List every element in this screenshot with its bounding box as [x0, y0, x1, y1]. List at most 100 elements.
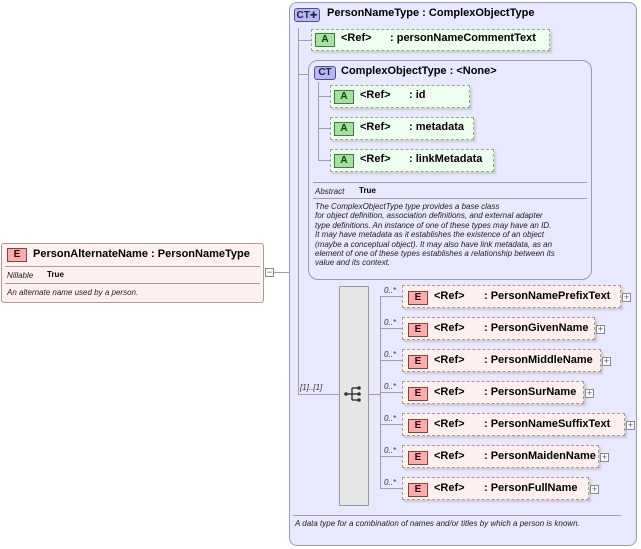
expand-icon[interactable]: +	[596, 324, 605, 334]
description-line: for object definition, association defin…	[315, 211, 543, 221]
sequence-element-connector	[380, 392, 402, 393]
element-divider-2	[5, 283, 260, 284]
attribute-link-metadata[interactable]	[330, 149, 494, 172]
element-person-alternate-name[interactable]	[1, 243, 264, 303]
element-badge: E	[7, 248, 27, 262]
expand-icon[interactable]: +	[600, 452, 609, 462]
sequence-element-ref: <Ref>	[434, 290, 465, 302]
expand-icon[interactable]: +	[585, 388, 594, 398]
connector-to-attribute	[298, 40, 312, 41]
sequence-element-cardinality: 0..*	[384, 286, 397, 295]
sequence-element-cardinality: 0..*	[384, 414, 397, 423]
attribute-link-metadata-badge: A	[334, 154, 354, 168]
sequence-element-name: : PersonFullName	[484, 482, 578, 494]
attribute-id-ref: <Ref>	[360, 89, 391, 101]
attribute-person-name-comment-text[interactable]	[311, 29, 550, 51]
sequence-element-badge: E	[408, 483, 428, 497]
base-connector-metadata	[318, 128, 330, 129]
sequence-element-badge: E	[408, 387, 428, 401]
base-connector-vertical	[318, 82, 319, 160]
sequence-element-ref: <Ref>	[434, 386, 465, 398]
abstract-label: Abstract	[315, 187, 345, 196]
description-line: (maybe a conceptual object). It may also…	[315, 239, 553, 249]
sequence-connector-stub	[369, 394, 380, 395]
attribute-name: : personNameCommentText	[390, 32, 536, 44]
sequence-element-connector	[380, 456, 402, 457]
base-type-title: ComplexObjectType : <None>	[341, 65, 497, 77]
sequence-element-connector	[380, 360, 402, 361]
sequence-element-name: : PersonMaidenName	[484, 450, 596, 462]
sequence-element-name: : PersonNameSuffixText	[484, 418, 611, 430]
connector-element-to-type	[274, 272, 289, 273]
nillable-value: True	[47, 270, 64, 279]
sequence-element-ref: <Ref>	[434, 418, 465, 430]
sequence-cardinality: [1]..[1]	[300, 383, 323, 392]
sequence-compositor[interactable]	[339, 286, 369, 506]
sequence-element-box[interactable]	[402, 477, 589, 500]
sequence-element-box[interactable]	[402, 381, 584, 404]
sequence-element-box[interactable]	[402, 349, 601, 372]
sequence-element-badge: E	[408, 323, 428, 337]
sequence-element-badge: E	[408, 419, 428, 433]
sequence-element-connector	[380, 488, 402, 489]
sequence-element-name: : PersonMiddleName	[484, 354, 593, 366]
attribute-link-metadata-ref: <Ref>	[360, 153, 391, 165]
sequence-icon	[344, 386, 361, 402]
sequence-element-name: : PersonGivenName	[484, 322, 589, 334]
base-type-description: The ComplexObjectType type provides a ba…	[315, 202, 589, 268]
base-type-divider-2	[313, 198, 587, 199]
sequence-element-connector	[380, 296, 402, 297]
base-type-divider	[313, 182, 587, 183]
sequence-element-connector	[380, 328, 402, 329]
connector-to-base-type	[298, 74, 310, 75]
expand-icon[interactable]: +	[590, 484, 599, 494]
sequence-element-cardinality: 0..*	[384, 350, 397, 359]
abstract-value: True	[359, 186, 376, 195]
sequence-element-box[interactable]	[402, 285, 621, 308]
complex-type-divider	[293, 515, 621, 516]
sequence-element-name: : PersonNamePrefixText	[484, 290, 611, 302]
connector-to-sequence	[298, 394, 340, 395]
sequence-element-badge: E	[408, 451, 428, 465]
description-line: value and its context.	[315, 258, 391, 268]
expand-icon[interactable]: +	[626, 420, 635, 430]
attribute-id[interactable]	[330, 85, 470, 108]
base-connector-link-metadata	[318, 160, 330, 161]
sequence-element-badge: E	[408, 291, 428, 305]
sequence-element-cardinality: 0..*	[384, 318, 397, 327]
attribute-id-badge: A	[334, 90, 354, 104]
complex-type-description: A data type for a combination of names a…	[295, 519, 580, 528]
sequence-element-ref: <Ref>	[434, 322, 465, 334]
sequence-element-ref: <Ref>	[434, 450, 465, 462]
attribute-ref: <Ref>	[341, 32, 372, 44]
sequence-element-cardinality: 0..*	[384, 478, 397, 487]
attribute-link-metadata-name: : linkMetadata	[409, 153, 483, 165]
sequence-element-cardinality: 0..*	[384, 446, 397, 455]
base-type-badge: CT	[314, 66, 336, 80]
attribute-metadata[interactable]	[330, 117, 474, 140]
sequence-element-box[interactable]	[402, 317, 595, 340]
base-connector-id	[318, 96, 330, 97]
sequence-element-badge: E	[408, 355, 428, 369]
attribute-metadata-ref: <Ref>	[360, 121, 391, 133]
element-description: An alternate name used by a person.	[7, 288, 139, 297]
complex-type-badge: CT✚	[294, 8, 320, 22]
expand-icon[interactable]: ✚	[309, 10, 318, 20]
description-line: The ComplexObjectType type provides a ba…	[315, 202, 500, 211]
element-divider	[5, 266, 260, 267]
description-line: element of one of these types establishe…	[315, 249, 555, 259]
sequence-element-connector	[380, 424, 402, 425]
complex-type-title: PersonNameType : ComplexObjectType	[327, 7, 535, 19]
sequence-element-box[interactable]	[402, 445, 599, 468]
sequence-element-name: : PersonSurName	[484, 386, 577, 398]
expand-icon[interactable]: +	[602, 356, 611, 366]
attribute-metadata-badge: A	[334, 122, 354, 136]
expand-icon[interactable]: +	[622, 292, 631, 302]
description-line: type definitions. An instance of one of …	[315, 220, 552, 230]
collapse-icon[interactable]: −	[265, 267, 274, 277]
sequence-element-ref: <Ref>	[434, 354, 465, 366]
attribute-metadata-name: : metadata	[409, 121, 465, 133]
sequence-element-box[interactable]	[402, 413, 625, 436]
connector-vertical	[298, 28, 299, 394]
attribute-badge: A	[315, 33, 335, 47]
